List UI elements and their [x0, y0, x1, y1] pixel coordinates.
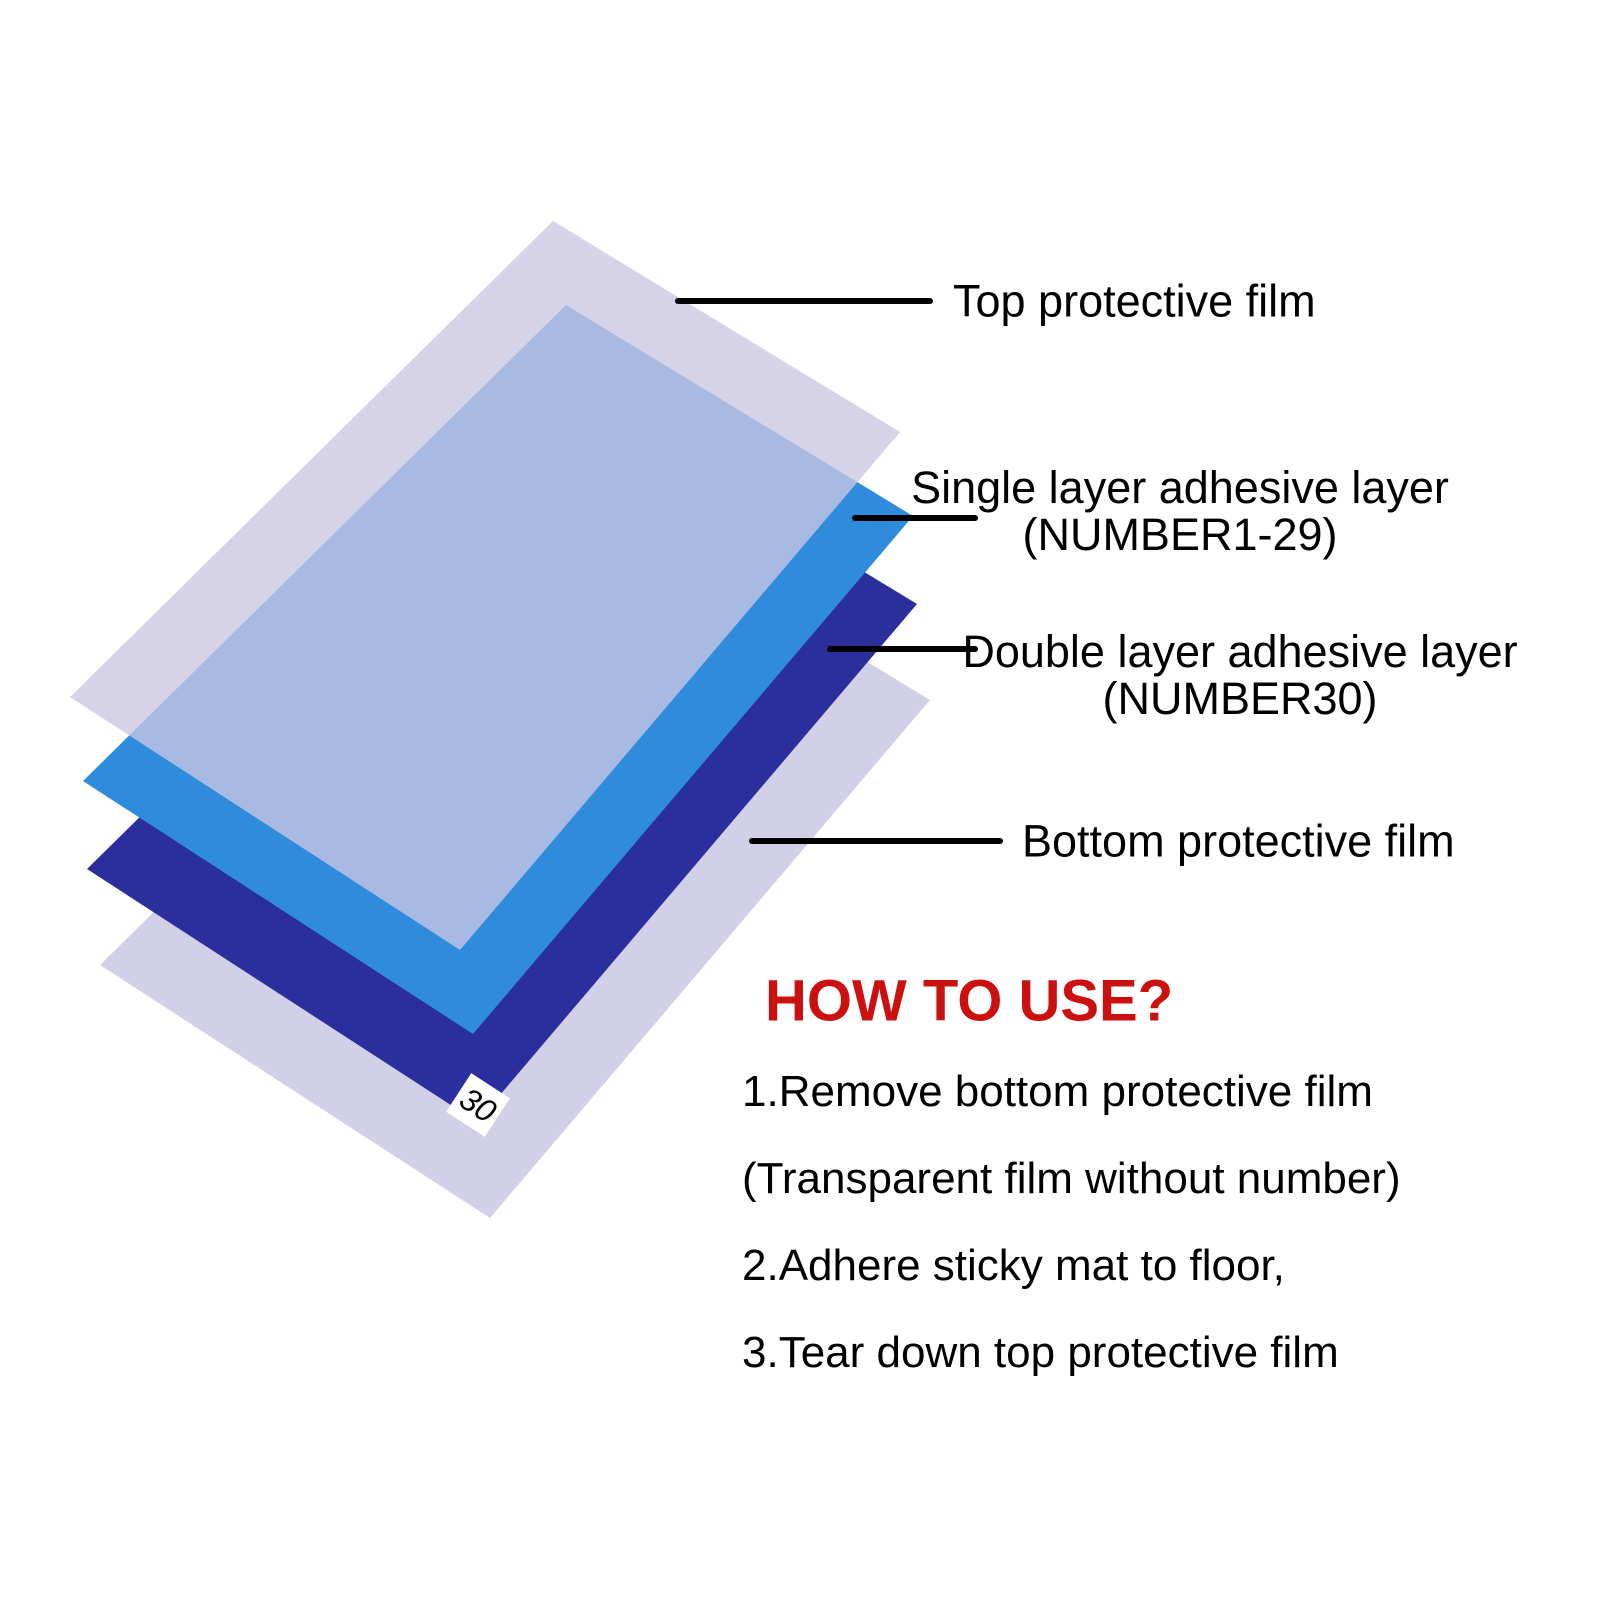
how-to-use-step-2: 2.Adhere sticky mat to floor, — [742, 1241, 1285, 1290]
label-single-adhesive-line1: Single layer adhesive layer — [911, 462, 1449, 513]
label-double-adhesive-line2: (NUMBER30) — [1102, 673, 1378, 724]
top-protective-film-shape — [70, 221, 900, 950]
label-double-adhesive-layer: Double layer adhesive layer (NUMBER30) — [962, 628, 1517, 722]
how-to-use-step-3: 3.Tear down top protective film — [742, 1328, 1339, 1377]
label-single-adhesive-layer: Single layer adhesive layer (NUMBER1-29) — [911, 464, 1449, 558]
leader-lines — [675, 298, 1003, 844]
label-single-adhesive-line2: (NUMBER1-29) — [1022, 509, 1338, 560]
how-to-use-step-1-note: (Transparent film without number) — [742, 1154, 1401, 1203]
label-bottom-protective-film: Bottom protective film — [1022, 815, 1455, 867]
label-double-adhesive-line1: Double layer adhesive layer — [962, 626, 1518, 677]
how-to-use-step-1: 1.Remove bottom protective film — [742, 1067, 1373, 1116]
label-top-protective-film: Top protective film — [953, 275, 1316, 327]
how-to-use-heading: HOW TO USE? — [765, 968, 1174, 1034]
